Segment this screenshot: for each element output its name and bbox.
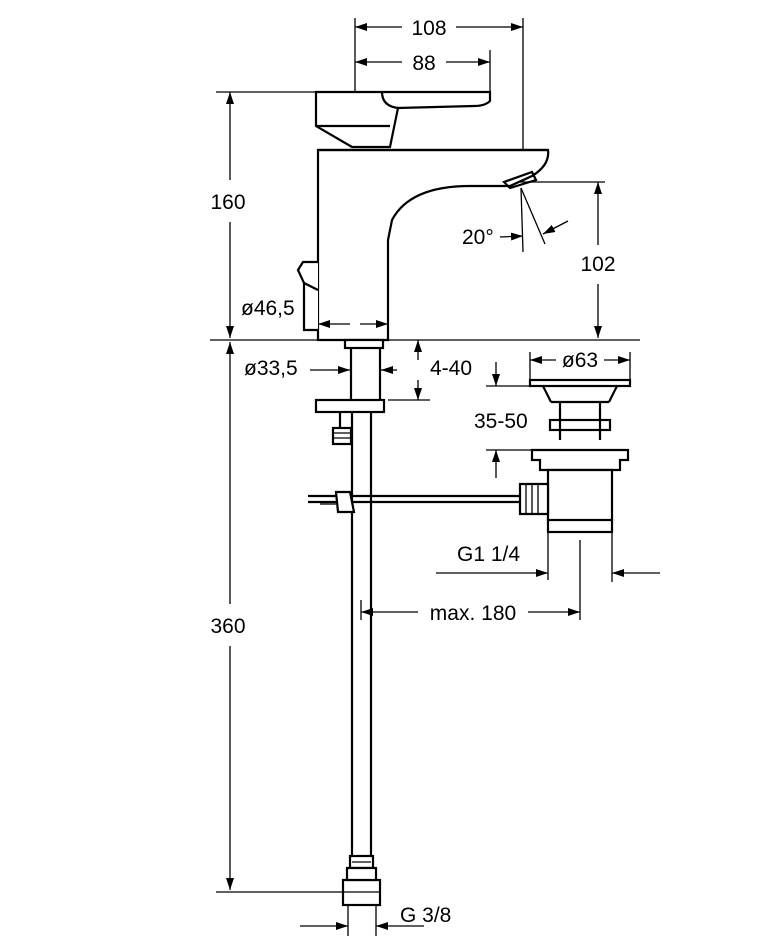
dim-label-160: 160 (210, 191, 245, 214)
dim-label-dia-33-5: ø33,5 (244, 357, 298, 380)
waste-assembly (518, 378, 632, 534)
dim-label-108: 108 (411, 17, 446, 40)
dim-label-dia-46-5: ø46,5 (241, 297, 295, 320)
mounting-assembly (308, 338, 520, 907)
dim-label-g-3-8: G 3/8 (400, 904, 451, 927)
dim-label-360: 360 (210, 615, 245, 638)
dim-label-20-degrees: 20° (462, 226, 494, 249)
faucet-body (296, 90, 550, 342)
dim-label-dia-63: ø63 (562, 349, 598, 372)
dim-label-35-50: 35-50 (474, 410, 528, 433)
dim-label-102: 102 (580, 253, 615, 276)
dim-label-max-180: max. 180 (430, 602, 516, 625)
dimension-lines (216, 18, 660, 936)
dim-label-g1-1-4: G1 1/4 (457, 543, 520, 566)
dim-label-4-40: 4-40 (430, 357, 472, 380)
dimension-labels: 108 88 160 20° 102 ø46,5 ø33,5 4-40 ø63 … (210, 17, 615, 927)
dim-label-88: 88 (412, 52, 435, 75)
